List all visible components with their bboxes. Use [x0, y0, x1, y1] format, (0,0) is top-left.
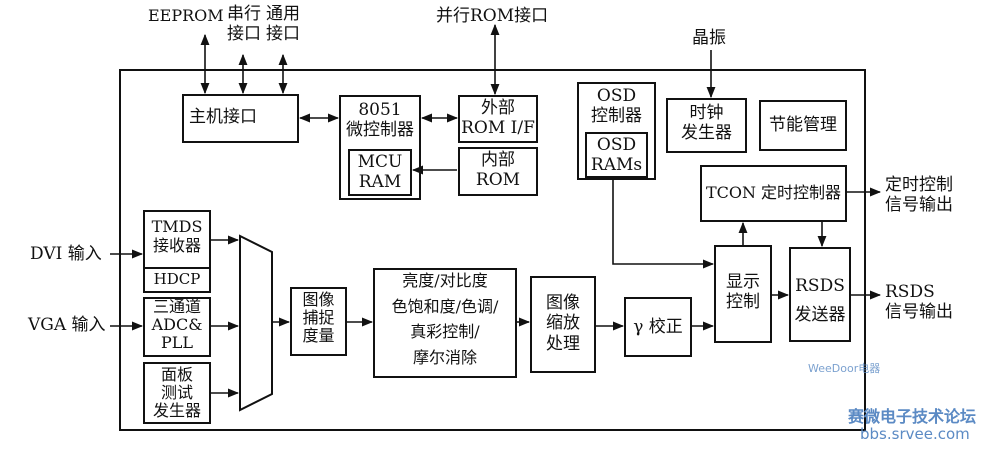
osd-controller-label: OSD 控制器	[591, 86, 642, 127]
adc-pll-box	[143, 297, 211, 357]
power-management-box	[759, 100, 847, 151]
gamma-box	[624, 297, 692, 357]
enhancement-label: 亮度/对比度 色饱和度/色调/ 真彩控制/ 摩尔消除	[391, 271, 499, 367]
eeprom-label: EEPROM	[148, 6, 224, 25]
crystal-label: 晶振	[692, 28, 726, 48]
rsds-transmitter-label: RSDS 发送器	[794, 276, 846, 325]
tcon-box	[700, 165, 847, 222]
osd-ram-box	[585, 132, 648, 178]
internal-rom-label: 内部 ROM	[475, 150, 521, 191]
scaler-label: 图像 缩放 处理	[546, 293, 580, 354]
osd-ram-label: OSD RAMs	[590, 135, 643, 176]
mcu-ram-label: MCU RAM	[357, 152, 403, 193]
enhancement-box	[373, 268, 517, 378]
mcu-label: 8051 微控制器	[346, 100, 414, 141]
general-port-label: 通用 接口	[266, 4, 300, 45]
hdcp-box	[143, 267, 211, 293]
host-interface-label: 主机接口	[189, 107, 257, 127]
tcon-label: TCON 定时控制器	[705, 183, 842, 202]
gamma-label: γ 校正	[633, 317, 683, 337]
mcu-ram-box	[348, 149, 412, 196]
watermark-site-name: 赛微电子技术论坛	[848, 407, 977, 426]
input-mux	[239, 234, 273, 412]
internal-rom-box	[458, 147, 538, 196]
panel-test-gen-label: 面板 测试 发生器	[152, 365, 201, 420]
tmds-receiver-label: TMDS 接收器	[151, 217, 203, 256]
external-rom-if-label: 外部 ROM I/F	[461, 98, 535, 139]
watermark-site-url: bbs.srvee.com	[860, 425, 970, 443]
watermark-small: WeeDoor电器	[808, 362, 881, 375]
external-rom-if-box	[458, 95, 538, 143]
dvi-input-label: DVI 输入	[30, 244, 102, 264]
osd-controller-box	[577, 82, 656, 180]
host-interface-box	[182, 94, 299, 143]
scaler-box	[530, 276, 596, 373]
image-capture-label: 图像 捕捉 度量	[302, 290, 335, 345]
timing-output-label: 定时控制 信号输出	[885, 175, 953, 216]
hdcp-label: HDCP	[153, 270, 201, 288]
mcu-box	[339, 95, 421, 200]
osd-display-link	[612, 179, 715, 269]
vga-input-label: VGA 输入	[28, 315, 106, 335]
adc-pll-label: 三通道 ADC& PLL	[151, 297, 203, 352]
parallel-rom-label: 并行ROM接口	[436, 6, 549, 26]
rsds-output-label: RSDS 信号输出	[885, 282, 953, 323]
clock-generator-box	[666, 98, 747, 153]
display-control-label: 显示 控制	[726, 272, 760, 313]
power-management-label: 节能管理	[769, 115, 837, 135]
clock-generator-label: 时钟 发生器	[681, 103, 732, 144]
serial-port-label: 串行 接口	[227, 4, 261, 45]
